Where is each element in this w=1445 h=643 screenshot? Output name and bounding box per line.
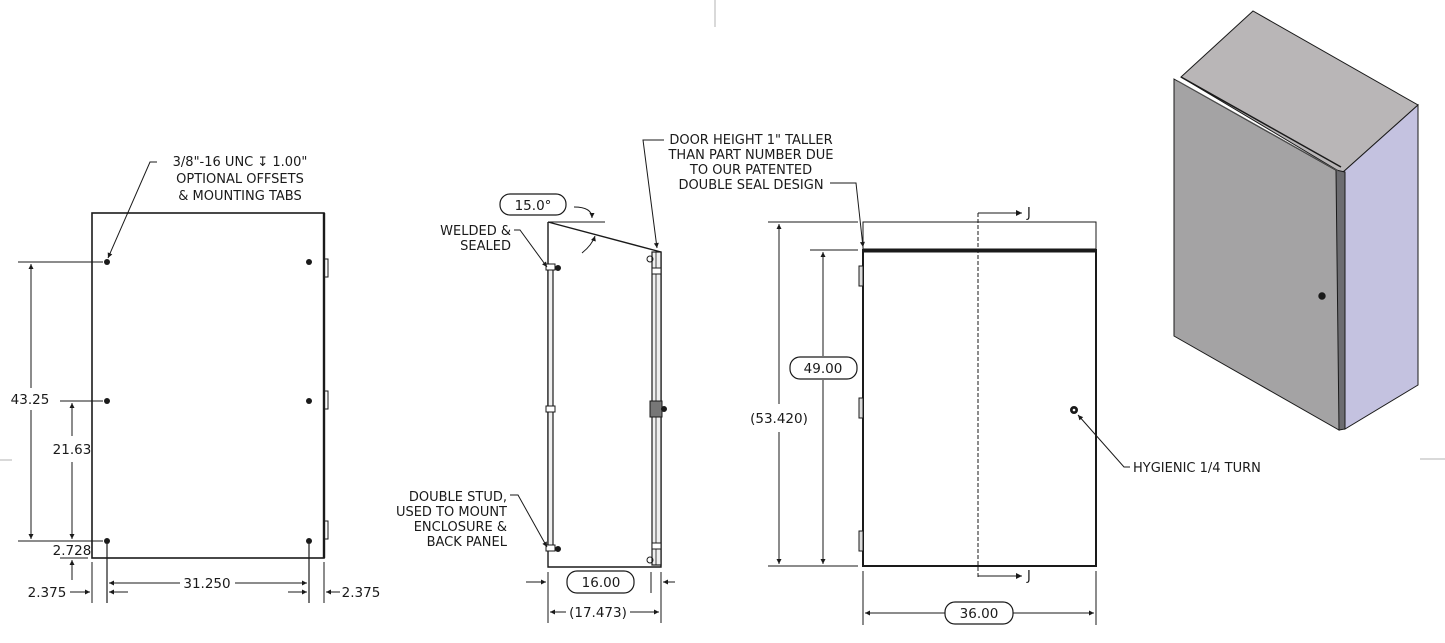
stud-note-line2: USED TO MOUNT <box>396 505 507 520</box>
stud-note-line3: ENCLOSURE & <box>414 520 507 535</box>
section-label-top: J <box>1026 206 1031 221</box>
dim-right-offset: 2.375 <box>342 585 381 601</box>
dim-bottom-offset: 2.728 <box>53 543 92 559</box>
isometric-view <box>1173 10 1419 431</box>
hole-callout-line3: & MOUNTING TABS <box>178 189 301 204</box>
door-note-line4: DOUBLE SEAL DESIGN <box>678 178 823 193</box>
dim-mid-hole: 21.63 <box>53 442 92 458</box>
front-view-labels: DOOR HEIGHT 1" TALLER THAN PART NUMBER D… <box>667 133 1260 622</box>
dim-left-offset: 2.375 <box>28 585 67 601</box>
stud-note-line1: DOUBLE STUD, <box>409 490 507 505</box>
dim-angle: 15.0° <box>515 198 552 214</box>
dim-overall-depth: (17.473) <box>569 605 627 621</box>
hole-callout-line2: OPTIONAL OFFSETS <box>176 172 304 187</box>
door-note-line2: THAN PART NUMBER DUE <box>667 148 833 163</box>
mounting-holes <box>104 259 312 544</box>
side-view-labels: 15.0° WELDED & SEALED DOUBLE STUD, USED … <box>396 198 627 621</box>
dim-door-height: 49.00 <box>804 361 843 377</box>
rear-view-labels: 3/8"-16 UNC ↧ 1.00" OPTIONAL OFFSETS & M… <box>11 155 381 601</box>
welded-note-line1: WELDED & <box>440 224 511 239</box>
dim-depth: 16.00 <box>582 575 621 591</box>
door-note-line1: DOOR HEIGHT 1" TALLER <box>669 133 832 148</box>
door-note-line3: TO OUR PATENTED <box>689 163 812 178</box>
dim-hole-height: 43.25 <box>11 392 50 408</box>
welded-note-line2: SEALED <box>460 239 511 254</box>
front-view <box>768 182 1130 625</box>
rear-view <box>18 161 340 603</box>
side-view <box>499 139 675 623</box>
latch-note: HYGIENIC 1/4 TURN <box>1133 461 1261 476</box>
dim-overall-height: (53.420) <box>750 411 808 427</box>
stud-note-line4: BACK PANEL <box>427 535 508 550</box>
dim-hole-spacing: 31.250 <box>183 576 230 592</box>
section-label-bottom: J <box>1026 569 1031 584</box>
dim-width: 36.00 <box>960 606 999 622</box>
hole-callout-line1: 3/8"-16 UNC ↧ 1.00" <box>173 155 308 170</box>
sheet-borders <box>0 0 1445 461</box>
